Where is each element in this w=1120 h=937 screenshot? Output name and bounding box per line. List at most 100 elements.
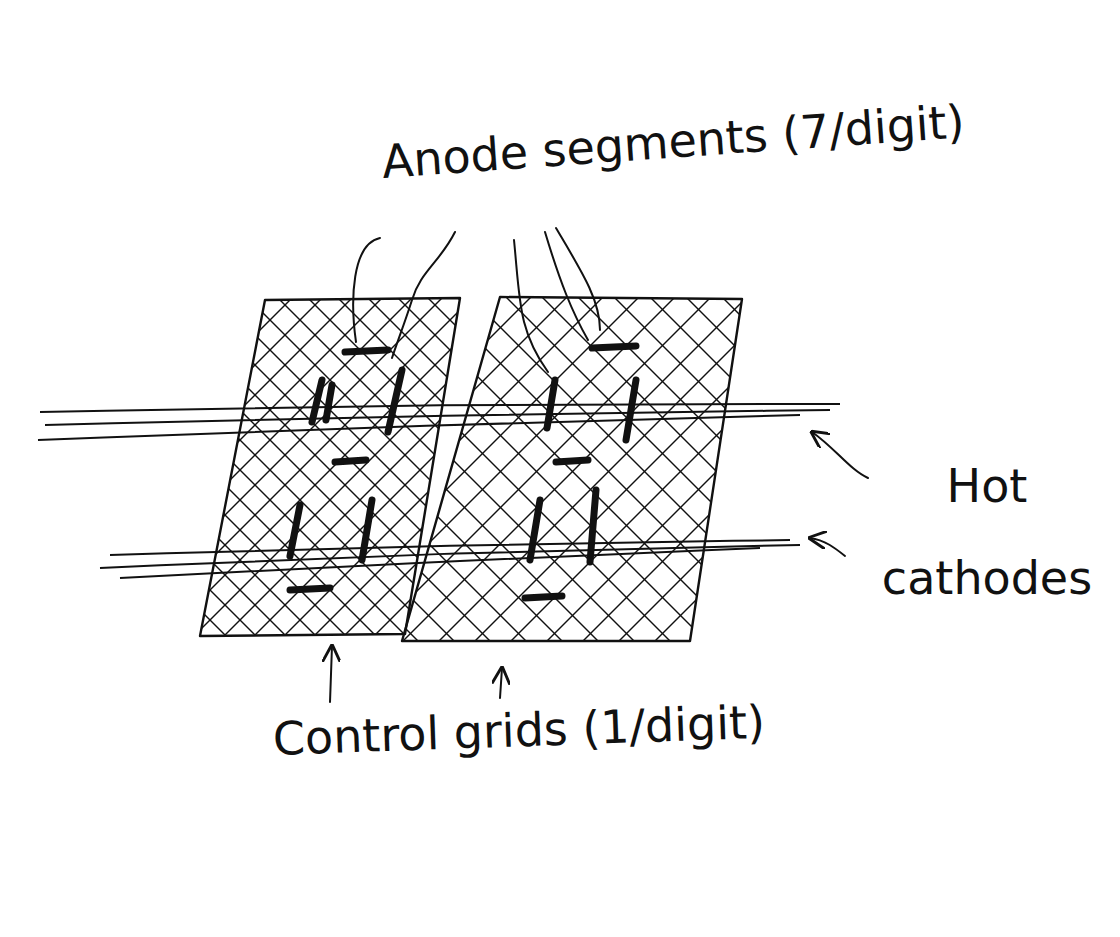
mesh-wire xyxy=(570,290,930,650)
mesh-wire xyxy=(330,290,690,650)
mesh-wire xyxy=(0,290,360,650)
mesh-wire xyxy=(574,290,934,650)
anode-segment xyxy=(388,370,402,432)
cathode-wire xyxy=(38,415,800,440)
grid-frame xyxy=(402,297,742,641)
anode-segment xyxy=(556,460,588,462)
mesh-wire xyxy=(394,290,754,650)
mesh-wire xyxy=(0,290,330,650)
mesh-wire xyxy=(210,290,570,650)
mesh-wire xyxy=(787,290,1120,650)
control-grid xyxy=(0,290,1120,650)
mesh-wire xyxy=(103,290,463,650)
mesh-wire xyxy=(30,290,390,650)
anode-segment xyxy=(626,380,636,440)
mesh-wire xyxy=(540,290,900,650)
mesh-wire xyxy=(150,290,510,650)
anode-segment xyxy=(592,346,636,348)
mesh-wire xyxy=(120,290,480,650)
mesh-wire xyxy=(390,290,750,650)
mesh-wire xyxy=(30,290,390,650)
mesh-wire xyxy=(420,290,780,650)
mesh-wire xyxy=(0,290,355,650)
leader-line xyxy=(353,238,380,342)
mesh-wire xyxy=(106,290,466,650)
mesh-wire xyxy=(0,290,240,650)
mesh-wire xyxy=(790,290,1120,650)
leader-line xyxy=(545,232,588,340)
mesh-wire xyxy=(210,290,570,650)
anode-segment xyxy=(525,596,562,598)
label-holder: Control grids (1/digit) xyxy=(272,687,993,767)
mesh-wire xyxy=(0,290,178,650)
mesh-wire xyxy=(0,290,270,650)
mesh-wire xyxy=(751,290,1111,650)
mesh-wire xyxy=(0,290,214,650)
mesh-wire xyxy=(120,290,480,650)
mesh-wire xyxy=(319,290,679,650)
grid-frame xyxy=(200,298,460,636)
mesh-wire xyxy=(67,290,427,650)
mesh-wire xyxy=(60,290,420,650)
anode-segment xyxy=(326,385,332,420)
mesh-wire xyxy=(823,290,1120,650)
mesh-wire xyxy=(810,290,1120,650)
mesh-wire xyxy=(0,290,70,650)
grid-mesh xyxy=(0,290,1120,650)
leader-line xyxy=(392,232,455,358)
anode-segment xyxy=(362,500,372,560)
mesh-wire xyxy=(0,290,358,650)
mesh-wire xyxy=(420,290,780,650)
mesh-wire xyxy=(754,290,1114,650)
anode-segment xyxy=(312,380,322,422)
mesh-wire xyxy=(0,290,286,650)
mesh-wire xyxy=(70,290,430,650)
mesh-wire xyxy=(463,290,823,650)
mesh-wire xyxy=(240,290,600,650)
mesh-wire xyxy=(0,290,120,650)
mesh-wire xyxy=(0,290,180,650)
mesh-wire xyxy=(780,290,1120,650)
mesh-wire xyxy=(358,290,718,650)
leader-line xyxy=(810,538,845,556)
mesh-wire xyxy=(0,290,270,650)
anode-segment xyxy=(335,460,366,462)
leader-line xyxy=(514,240,548,372)
leader-line xyxy=(330,646,332,702)
leader-line xyxy=(500,668,502,698)
control-grid xyxy=(0,290,1120,650)
mesh-wire xyxy=(0,290,330,650)
mesh-wire xyxy=(450,290,810,650)
mesh-wire xyxy=(0,290,30,650)
mesh-wire xyxy=(0,290,90,650)
cathode-label: Hot cathodes xyxy=(862,440,1112,624)
grid-mesh xyxy=(0,290,1120,650)
cathode-wire xyxy=(100,545,800,568)
mesh-wire xyxy=(0,290,210,650)
mesh-wire xyxy=(31,290,391,650)
mesh-wire xyxy=(480,290,840,650)
mesh-wire xyxy=(480,290,840,650)
mesh-wire xyxy=(0,290,240,650)
mesh-wire xyxy=(330,290,690,650)
mesh-wire xyxy=(286,290,646,650)
mesh-wire xyxy=(240,290,600,650)
anode-segment xyxy=(290,505,300,556)
mesh-wire xyxy=(0,290,150,650)
mesh-wire xyxy=(34,290,394,650)
grid-label: Control grids (1/digit) xyxy=(272,687,993,767)
mesh-wire xyxy=(0,290,300,650)
mesh-wire xyxy=(390,290,750,650)
mesh-wire xyxy=(214,290,574,650)
mesh-wire xyxy=(510,290,870,650)
mesh-wire xyxy=(300,290,660,650)
mesh-wire xyxy=(178,290,538,650)
mesh-wire xyxy=(0,290,106,650)
mesh-wire xyxy=(859,290,1120,650)
mesh-wire xyxy=(499,290,859,650)
mesh-wire xyxy=(0,290,142,650)
mesh-wire xyxy=(250,290,610,650)
mesh-wire xyxy=(840,290,1120,650)
mesh-wire xyxy=(139,290,499,650)
mesh-wire xyxy=(0,290,322,650)
